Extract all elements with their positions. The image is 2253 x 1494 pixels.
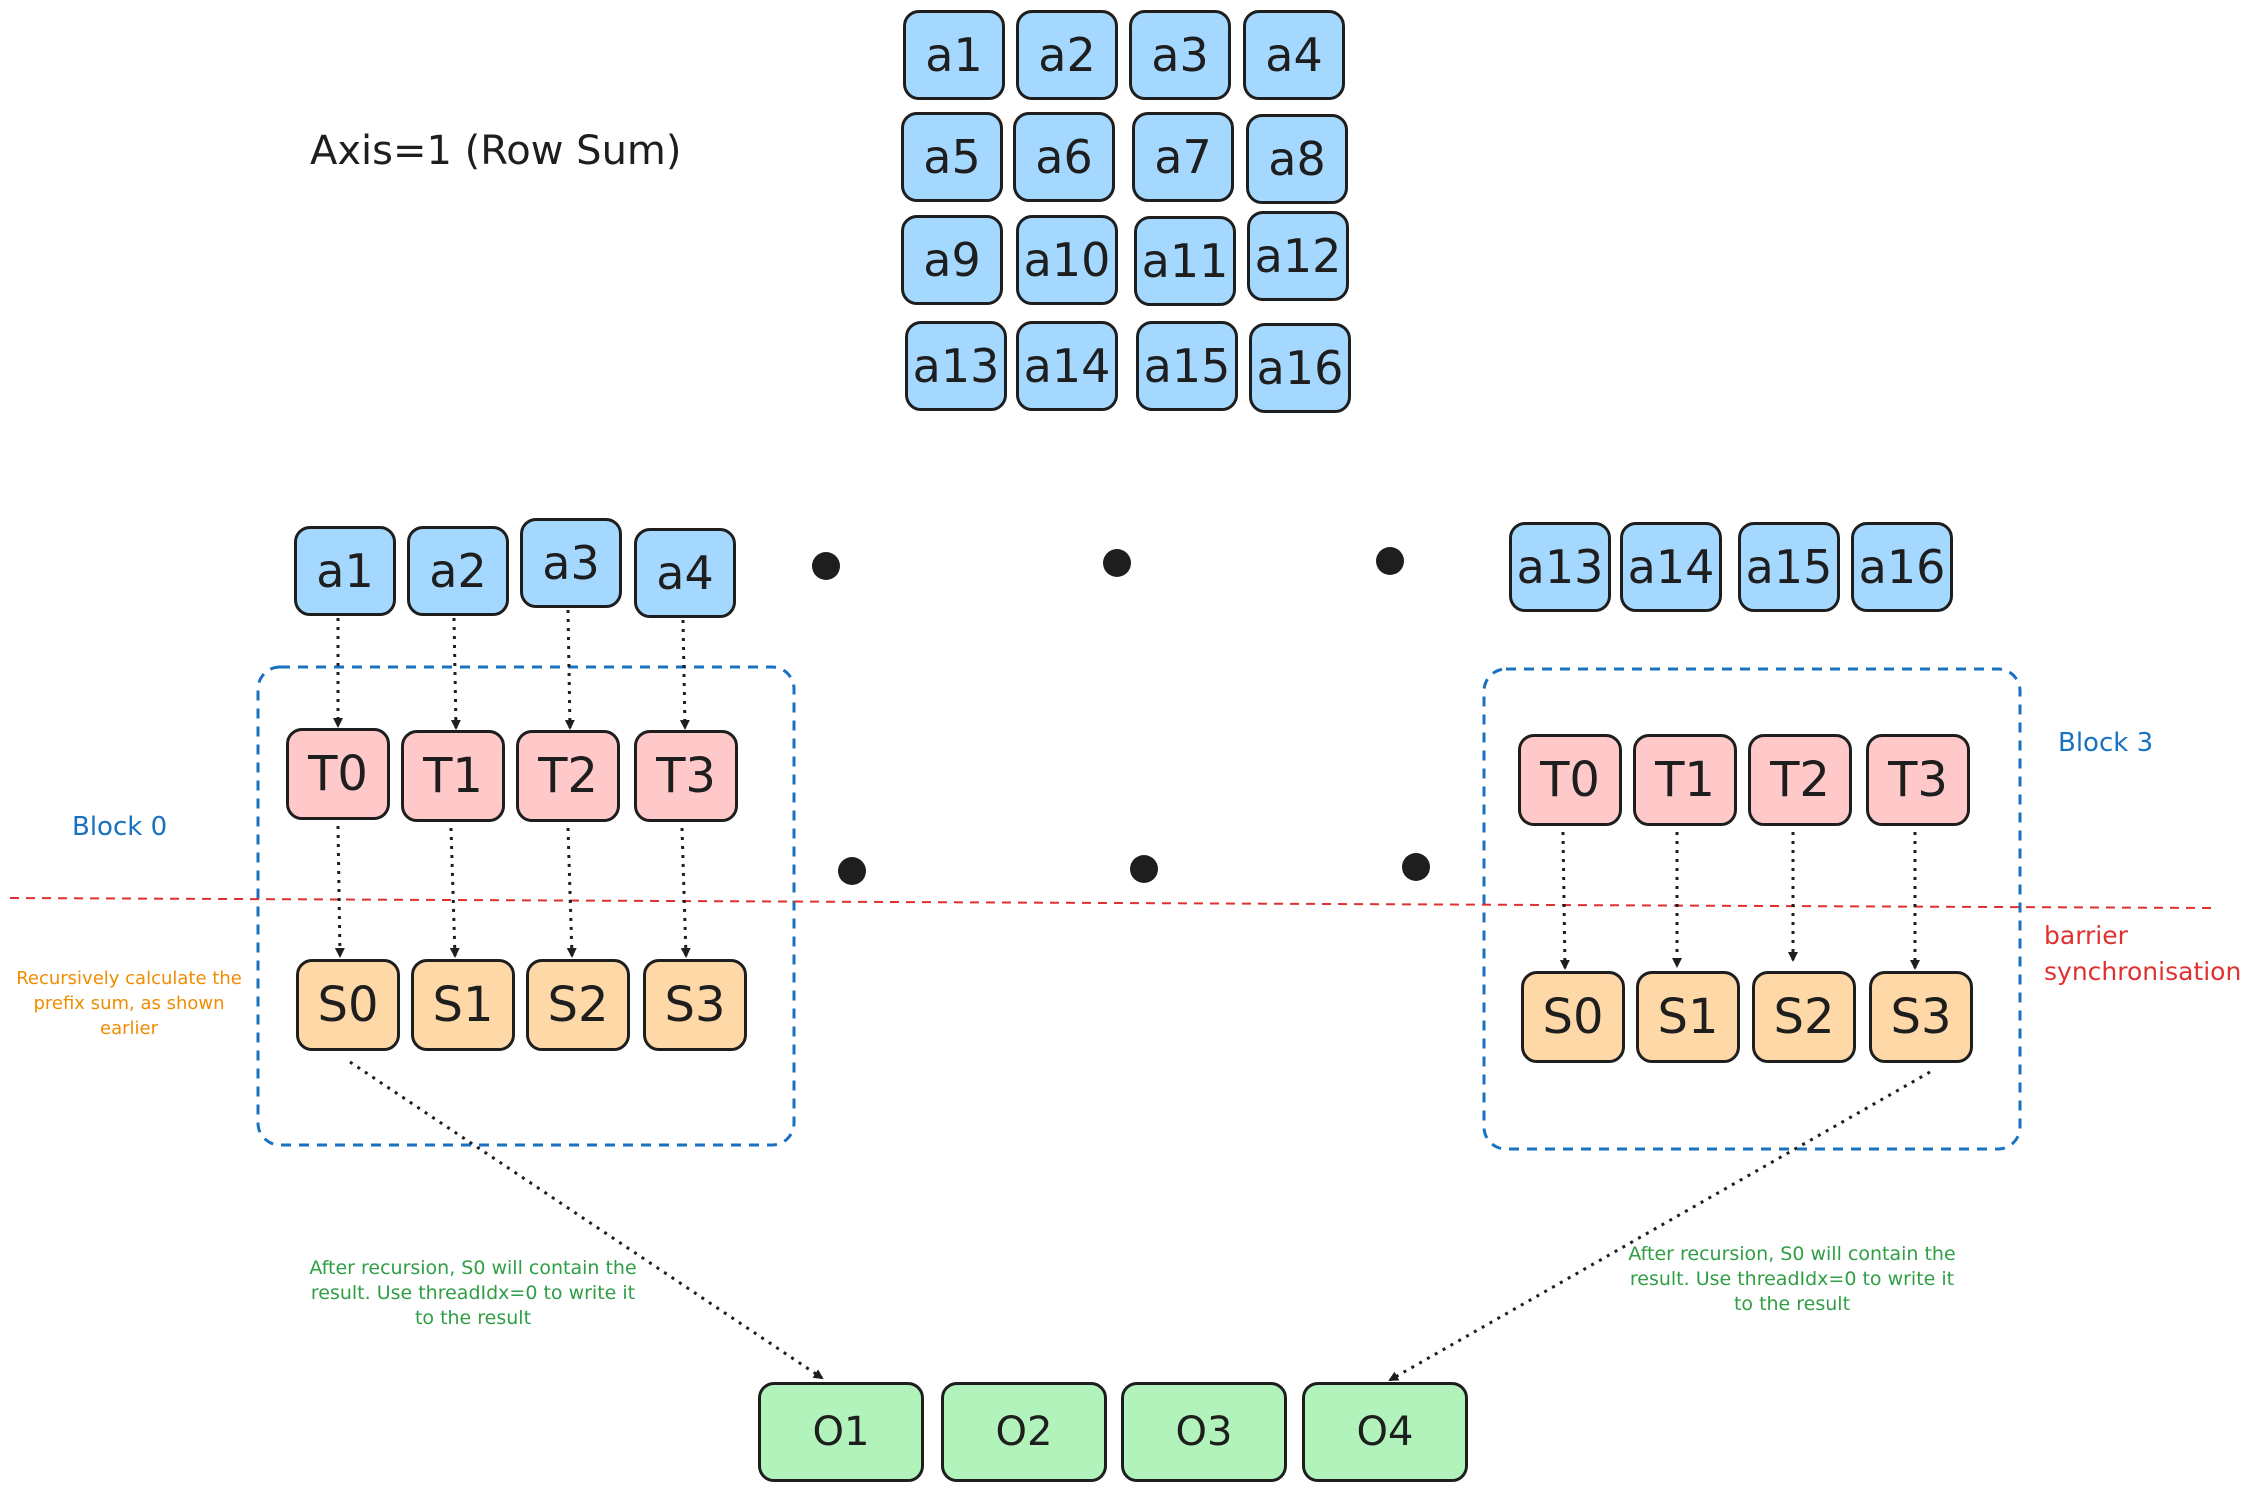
- output-cell: O1: [758, 1382, 924, 1482]
- matrix-cell: a9: [901, 215, 1003, 305]
- block3-shared-cell: S0: [1521, 971, 1625, 1063]
- block3-input-cell: a15: [1738, 522, 1840, 612]
- block0-input-cell: a2: [407, 526, 509, 616]
- matrix-cell: a3: [1129, 10, 1231, 100]
- output-cell: O4: [1302, 1382, 1468, 1482]
- matrix-cell: a15: [1136, 321, 1238, 411]
- block0-shared-cell: S0: [296, 959, 400, 1051]
- block0-input-cell: a3: [520, 518, 622, 608]
- matrix-cell: a2: [1016, 10, 1118, 100]
- result-note-left: After recursion, S0 will contain the res…: [309, 1257, 637, 1329]
- block3-thread: T2: [1748, 734, 1852, 826]
- block0-thread: T2: [516, 730, 620, 822]
- prefix-sum-note: Recursively calculate the prefix sum, as…: [16, 968, 242, 1039]
- barrier-label-line: barrier: [2044, 921, 2128, 950]
- block3-input-cell: a13: [1509, 522, 1611, 612]
- block3-shared-cell: S2: [1752, 971, 1856, 1063]
- matrix-cell: a11: [1134, 216, 1236, 306]
- result-note-right: After recursion, S0 will contain the res…: [1628, 1243, 1956, 1315]
- output-cell: O3: [1121, 1382, 1287, 1482]
- block0-label: Block 0: [72, 812, 168, 842]
- block3-thread: T1: [1633, 734, 1737, 826]
- block0-input-cell: a1: [294, 526, 396, 616]
- output-cell: O2: [941, 1382, 1107, 1482]
- block3-input-cell: a16: [1851, 522, 1953, 612]
- block3-shared-cell: S1: [1636, 971, 1740, 1063]
- matrix-cell: a6: [1013, 112, 1115, 202]
- matrix-cell: a13: [905, 321, 1007, 411]
- block3-input-cell: a14: [1620, 522, 1722, 612]
- matrix-cell: a16: [1249, 323, 1351, 413]
- block0-input-cell: a4: [634, 528, 736, 618]
- matrix-cell: a12: [1247, 211, 1349, 301]
- matrix-cell: a5: [901, 112, 1003, 202]
- block0-shared-cell: S3: [643, 959, 747, 1051]
- diagram-title: Axis=1 (Row Sum): [310, 128, 682, 174]
- block3-thread: T3: [1866, 734, 1970, 826]
- block0-shared-cell: S2: [526, 959, 630, 1051]
- block0-thread: T0: [286, 728, 390, 820]
- barrier-label-line: synchronisation: [2044, 957, 2242, 986]
- matrix-cell: a8: [1246, 114, 1348, 204]
- block0-thread: T3: [634, 730, 738, 822]
- block3-shared-cell: S3: [1869, 971, 1973, 1063]
- block0-shared-cell: S1: [411, 959, 515, 1051]
- block3-thread: T0: [1518, 734, 1622, 826]
- block3-label: Block 3: [2058, 728, 2154, 758]
- matrix-cell: a14: [1016, 321, 1118, 411]
- barrier-label: barrier synchronisation: [2044, 918, 2241, 990]
- matrix-cell: a1: [903, 10, 1005, 100]
- matrix-cell: a7: [1132, 112, 1234, 202]
- matrix-cell: a10: [1016, 215, 1118, 305]
- block0-thread: T1: [401, 730, 505, 822]
- matrix-cell: a4: [1243, 10, 1345, 100]
